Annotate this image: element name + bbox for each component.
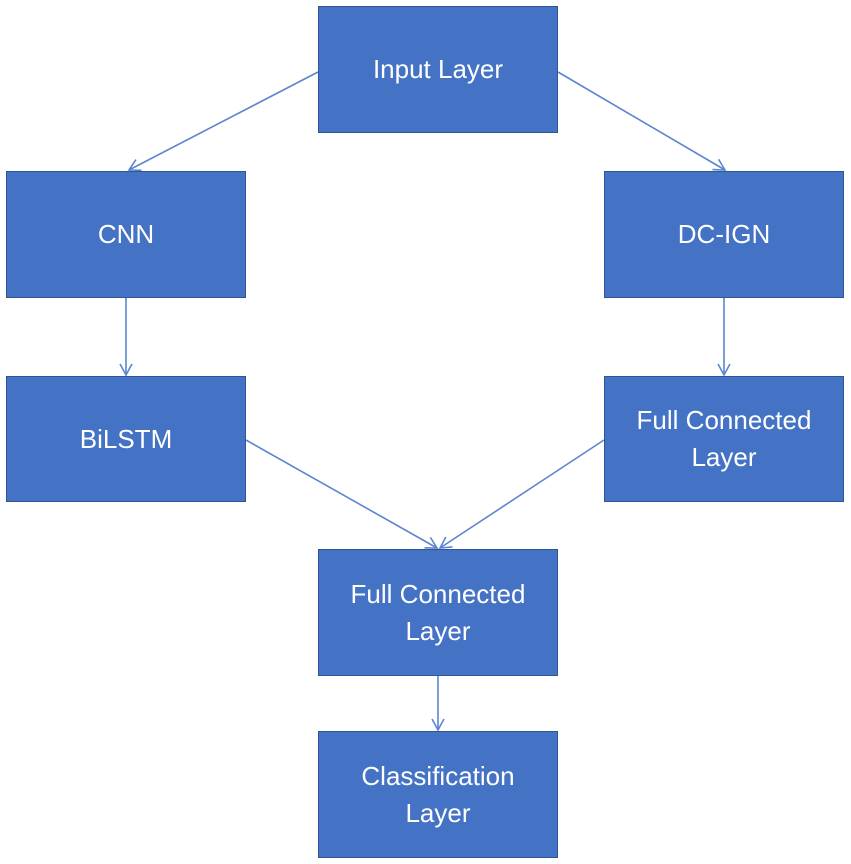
- edge-fc-right-to-fc-center: [438, 439, 605, 549]
- edge-input-to-dcign: [557, 71, 727, 171]
- node-bilstm-label: BiLSTM: [79, 423, 173, 454]
- node-classification-layer-label: Classification Layer: [361, 760, 515, 828]
- node-full-connected-center: Full Connected Layer: [318, 549, 558, 676]
- node-cnn-label: CNN: [97, 219, 155, 249]
- node-dc-ign: DC-IGN: [604, 171, 844, 298]
- node-full-connected-right: Full Connected Layer: [604, 376, 844, 502]
- node-dc-ign-label: DC-IGN: [677, 219, 771, 249]
- node-full-connected-right-label: Full Connected Layer: [636, 405, 812, 472]
- edge-input-to-cnn: [127, 71, 319, 172]
- edge-bilstm-to-fc-center: [245, 439, 439, 549]
- node-input-layer: Input Layer: [318, 6, 558, 133]
- node-full-connected-center-label: Full Connected Layer: [350, 578, 526, 646]
- node-bilstm: BiLSTM: [6, 376, 246, 502]
- node-input-layer-label: Input Layer: [372, 54, 504, 84]
- node-classification-layer: Classification Layer: [318, 731, 558, 858]
- node-cnn: CNN: [6, 171, 246, 298]
